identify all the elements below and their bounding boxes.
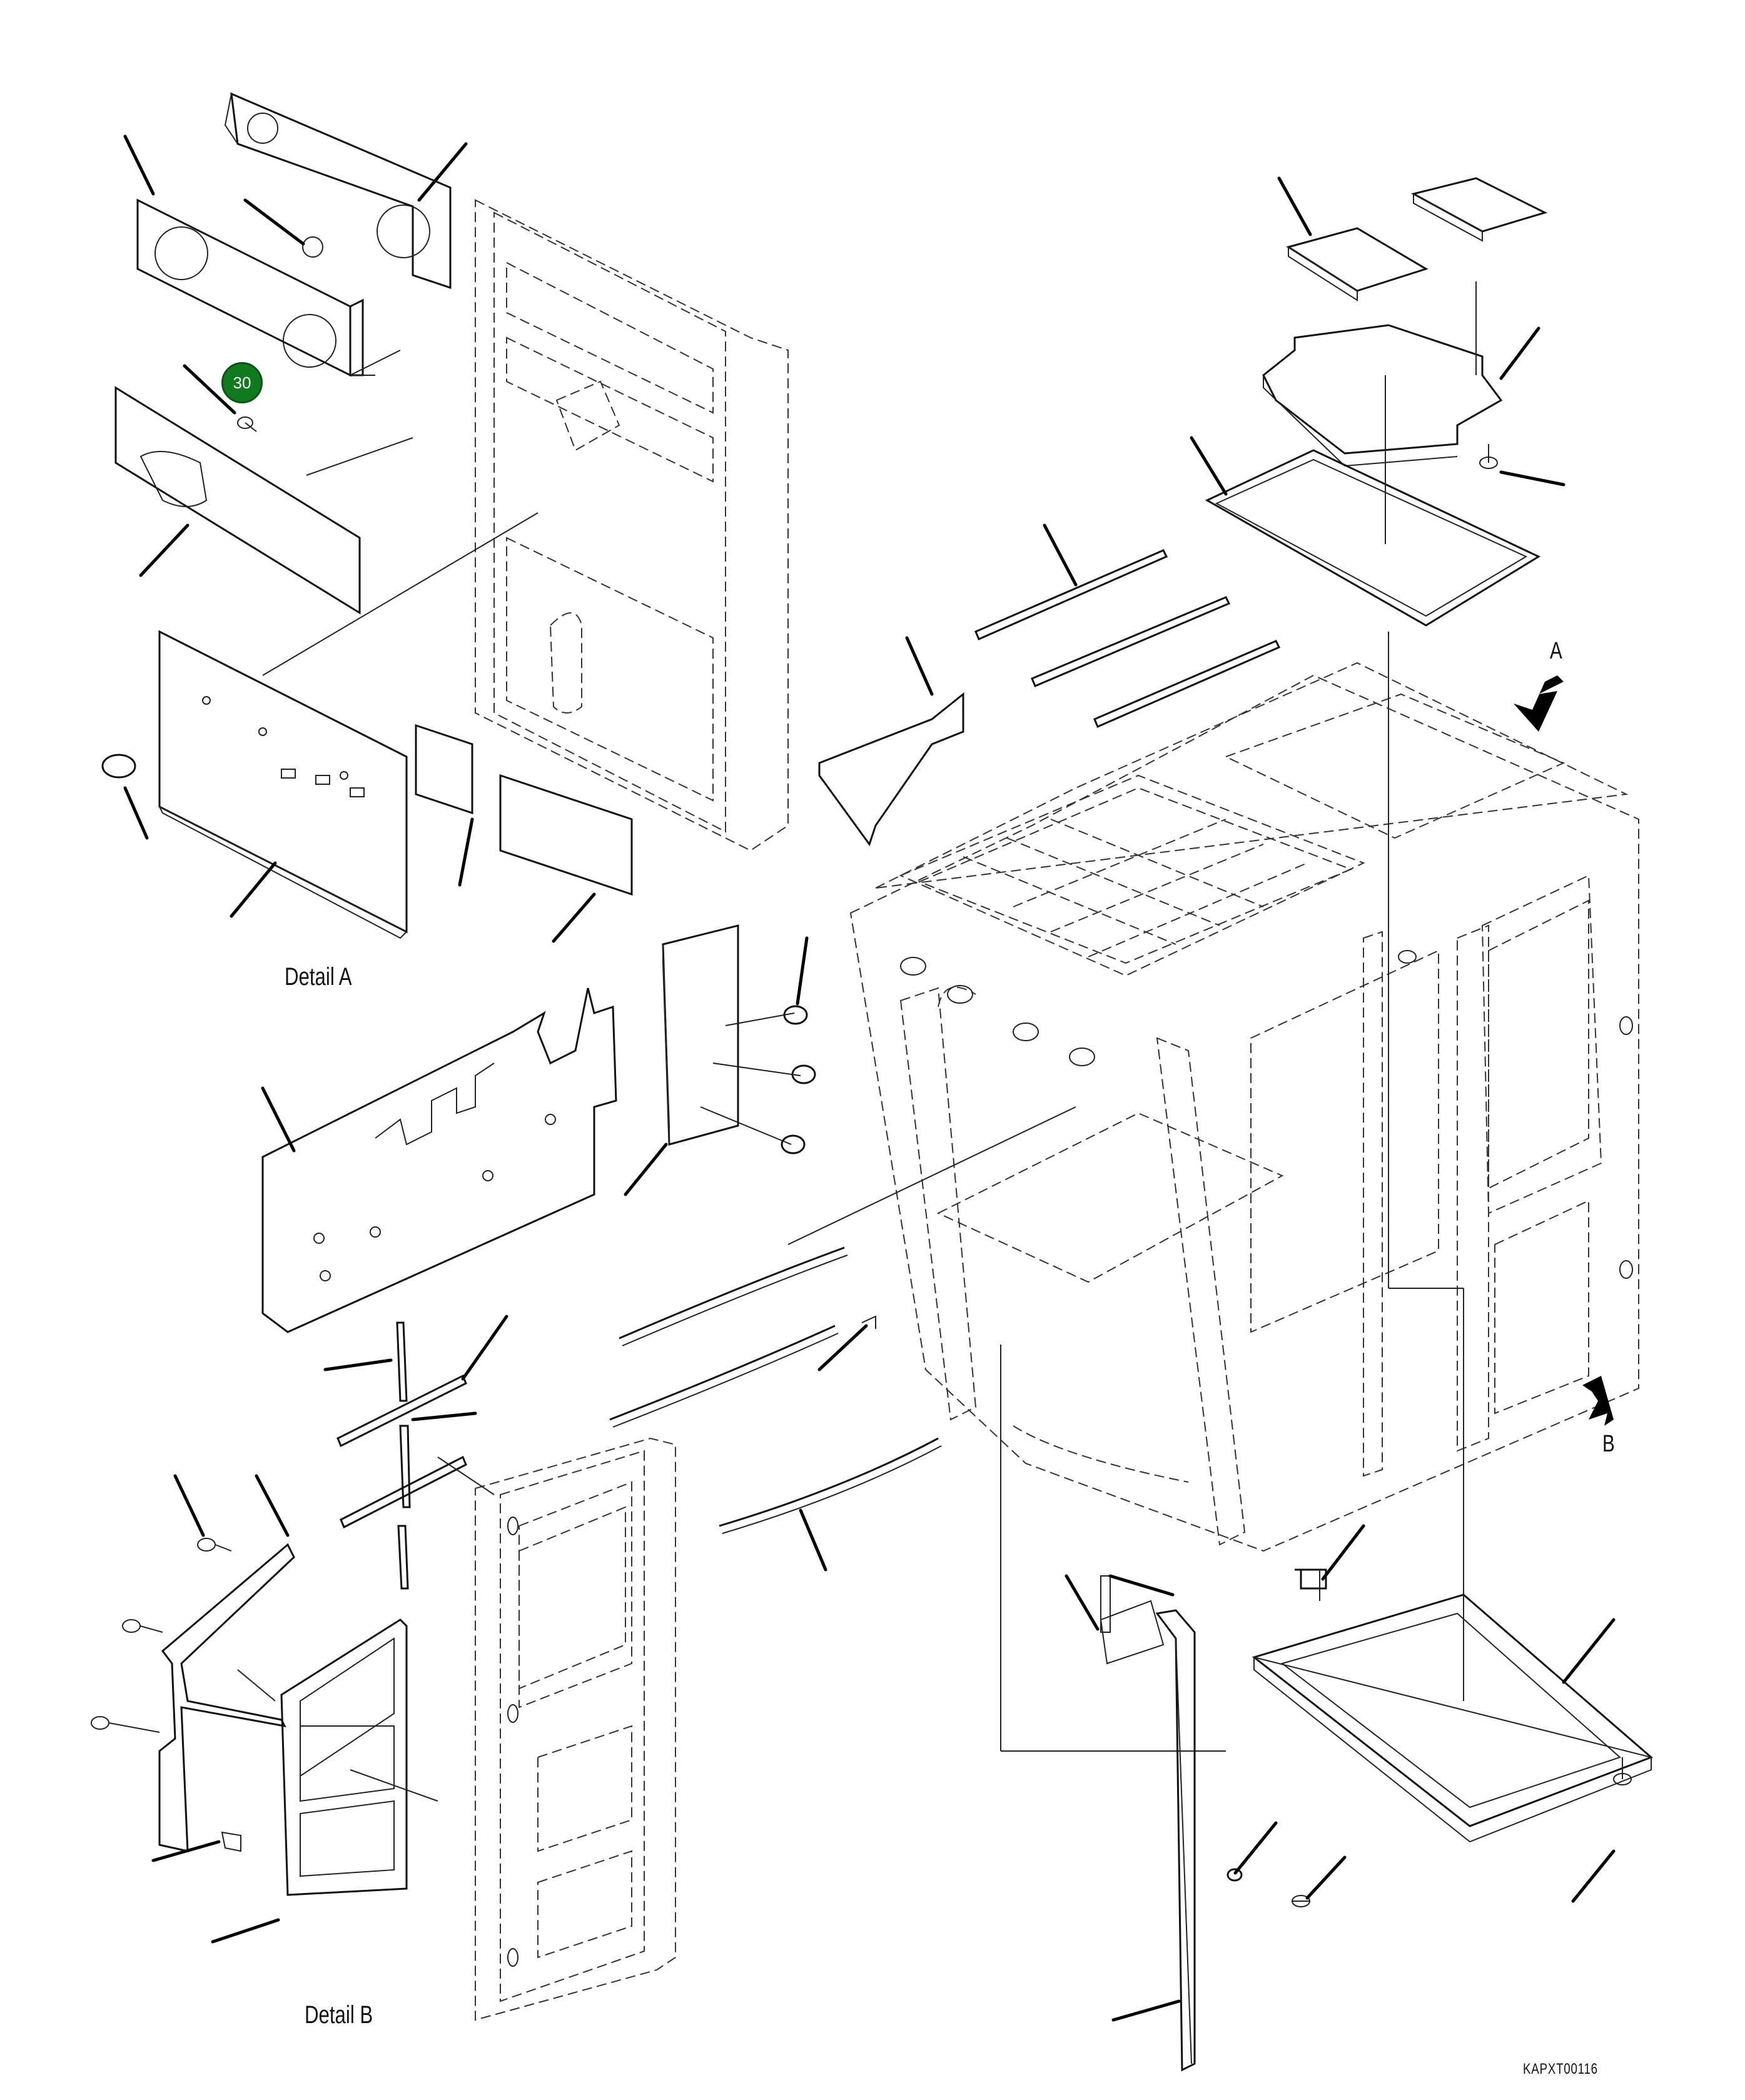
detail-a-insulation-pad xyxy=(114,386,361,615)
roof-bar-2 xyxy=(1031,596,1231,687)
detail-b-label: Detail B xyxy=(305,2001,373,2029)
detail-b-window-frame xyxy=(280,1618,408,1896)
leader-line xyxy=(1277,176,1312,236)
detail-b-trim-panel xyxy=(158,1543,295,1852)
leader-line xyxy=(1065,1574,1100,1631)
seal-strip-1 xyxy=(619,1246,848,1346)
leader-line xyxy=(624,1143,668,1196)
leader-line xyxy=(123,786,149,840)
leader-line xyxy=(905,636,934,696)
side-panel-notched xyxy=(261,987,617,1333)
short-seal-diag-2 xyxy=(340,1455,467,1529)
fastener-3 xyxy=(781,1134,806,1154)
detail-b-clip xyxy=(221,1831,241,1852)
short-seal-diag-1 xyxy=(336,1374,467,1448)
roof-hatch-frame xyxy=(1262,324,1503,467)
leader-line xyxy=(243,198,305,246)
roof-bar-3 xyxy=(1093,640,1281,728)
drawing-number: KAPXT00116 xyxy=(1523,2061,1598,2077)
detail-b-door-frame xyxy=(475,1437,676,2021)
detail-a-long-pad xyxy=(499,774,633,896)
leader-line xyxy=(211,1918,280,1944)
main-cab-frame xyxy=(849,662,1639,1552)
leader-line xyxy=(1043,523,1078,587)
short-seal-vertical-3 xyxy=(397,1525,409,1590)
side-panel-tall-pad xyxy=(662,924,739,1146)
leader-line xyxy=(552,892,596,943)
washer xyxy=(1227,1868,1243,1882)
leader-line xyxy=(461,1315,508,1381)
detail-a-grommet xyxy=(302,236,323,258)
leader-line xyxy=(1562,1618,1616,1684)
corner-plate xyxy=(1100,1575,1165,1665)
leader-line xyxy=(817,1324,868,1371)
leader-line xyxy=(1499,326,1540,380)
leader-line xyxy=(323,1358,393,1371)
seal-strip-2 xyxy=(609,1325,839,1428)
view-b-label: B xyxy=(1602,1431,1615,1457)
leader-line xyxy=(1305,1855,1347,1900)
roof-hatch-screw xyxy=(1479,444,1498,469)
upright-bar xyxy=(1155,1609,1196,2072)
leader-line xyxy=(1571,1849,1616,1903)
roof-t-panel xyxy=(818,692,964,847)
leader-line xyxy=(417,142,468,202)
floor-frame xyxy=(1252,1593,1653,1843)
leader-line xyxy=(123,134,155,196)
leader-line xyxy=(1499,470,1565,487)
detail-b-screw-1 xyxy=(197,1538,232,1552)
leader-line xyxy=(1190,436,1228,496)
short-seal-vertical-2 xyxy=(399,1425,411,1508)
leader-line xyxy=(151,1840,221,1862)
roof-pad-right xyxy=(1410,177,1548,242)
detail-a-label: Detail A xyxy=(285,963,352,991)
leader-line xyxy=(1111,1999,1181,2022)
seal-strip-3 xyxy=(719,1437,942,1534)
leader-line xyxy=(1321,1524,1365,1581)
leader-line xyxy=(230,861,277,918)
leader-line xyxy=(255,1474,290,1537)
leader-line xyxy=(1108,1574,1175,1597)
detail-a-back-panel xyxy=(158,630,408,939)
detail-a-small-pad xyxy=(415,724,473,815)
leader-line xyxy=(458,817,474,887)
fastener-1 xyxy=(783,1005,808,1025)
bolt xyxy=(1292,1895,1310,1907)
leader-line xyxy=(261,1086,296,1153)
leader-line xyxy=(183,364,236,415)
leader-line xyxy=(139,523,190,577)
leader-line xyxy=(799,1508,827,1572)
leader-line xyxy=(411,1411,477,1421)
short-seal-vertical-1 xyxy=(396,1321,408,1402)
detail-a-door-frame xyxy=(475,199,789,852)
detail-b-screw-3 xyxy=(91,1716,160,1733)
seal-clip xyxy=(861,1315,876,1329)
view-arrow-a xyxy=(1514,675,1564,732)
leader-line xyxy=(796,936,809,1006)
detail-b-screw-2 xyxy=(122,1619,163,1633)
clip-bracket xyxy=(1295,1568,1327,1601)
floor-screw xyxy=(1613,1757,1632,1785)
item-callout-badge[interactable]: 30 xyxy=(221,362,263,403)
detail-a-plug xyxy=(101,754,136,779)
leader-line xyxy=(1233,1821,1278,1875)
roof-glass-seal xyxy=(1205,449,1541,627)
roof-bar-1 xyxy=(974,549,1168,640)
roof-pad-left xyxy=(1286,227,1429,301)
detail-a-screw-30 xyxy=(237,416,257,432)
detail-a-upper-bracket xyxy=(224,92,452,290)
view-arrow-b xyxy=(1582,1376,1614,1426)
detail-a-speaker-plate xyxy=(136,198,375,377)
view-a-label: A xyxy=(1550,638,1562,664)
leader-line xyxy=(173,1474,205,1537)
